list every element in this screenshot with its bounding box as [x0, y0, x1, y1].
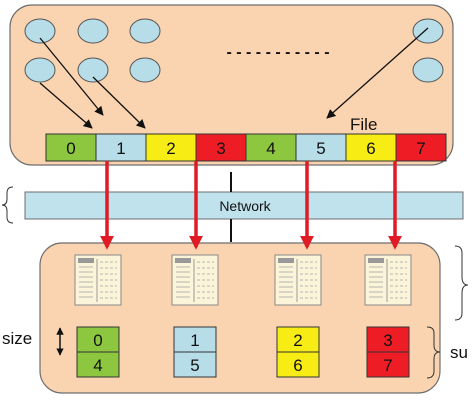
- access-arrow: [326, 27, 429, 119]
- document-header-bar: [175, 258, 191, 263]
- file-block-label: 5: [316, 139, 325, 158]
- distribution-arrows: [100, 161, 402, 250]
- process-ellipse: [24, 18, 56, 44]
- subfile-block-top: [173, 326, 217, 353]
- process-ellipse: [129, 57, 161, 83]
- subfile-block-top: [276, 326, 320, 353]
- file-block-strip: 0 1 2 3 4 5 6 7: [45, 133, 447, 162]
- subfile-brace: [426, 326, 441, 379]
- server-panel: [39, 242, 441, 394]
- file-block: [345, 133, 397, 162]
- subfile-block-bottom: [276, 351, 320, 378]
- client-panel: [9, 4, 454, 166]
- subfile-block-bottom-label: 5: [190, 356, 199, 375]
- document-header-bar: [368, 258, 384, 263]
- server-brace: [454, 245, 469, 321]
- file-block-label: 3: [216, 139, 225, 158]
- subfile-block-bottom-label: 7: [383, 356, 392, 375]
- file-block-label: 7: [416, 139, 425, 158]
- file-block: [395, 133, 447, 162]
- network-bar: [24, 191, 464, 220]
- document-header-bar: [278, 258, 294, 263]
- file-block: [45, 133, 97, 162]
- size-label: size: [2, 329, 32, 348]
- file-label: File: [350, 115, 377, 134]
- subfile-block-bottom-label: 4: [93, 356, 102, 375]
- process-ellipse: [412, 57, 444, 83]
- server-node: 15: [171, 254, 219, 378]
- subfile-block-top-label: 3: [383, 331, 392, 350]
- subfile-label-fragment: su: [450, 343, 468, 362]
- access-arrow: [39, 37, 104, 116]
- network-brace: [1, 186, 14, 224]
- network-label: Network: [219, 198, 271, 214]
- process-ellipse: [24, 57, 56, 83]
- subfile-block-top-label: 1: [190, 331, 199, 350]
- access-arrow: [39, 82, 93, 129]
- subfile-block-bottom-label: 6: [293, 356, 302, 375]
- subfile-block-bottom: [366, 351, 410, 378]
- access-arrow: [92, 76, 146, 129]
- file-block-label: 4: [266, 139, 275, 158]
- file-block: [145, 133, 197, 162]
- subfile-block-bottom: [173, 351, 217, 378]
- client-processes: [24, 18, 444, 83]
- process-ellipse: [77, 57, 109, 83]
- subfile-block-top-label: 2: [293, 331, 302, 350]
- file-block-label: 6: [366, 139, 375, 158]
- process-to-file-arrows: [39, 27, 429, 129]
- file-block-label: 0: [66, 139, 75, 158]
- file-block-label: 1: [116, 139, 125, 158]
- process-ellipse: [412, 18, 444, 44]
- document-header-bar: [78, 258, 94, 263]
- subfile-block-top-label: 0: [93, 331, 102, 350]
- process-ellipse: [77, 18, 109, 44]
- file-block: [245, 133, 297, 162]
- server-node: 37: [364, 254, 412, 378]
- server-node: 04: [74, 254, 122, 378]
- subfile-block-bottom: [76, 351, 120, 378]
- server-node: 26: [274, 254, 322, 378]
- process-ellipse: [129, 18, 161, 44]
- file-block-label: 2: [166, 139, 175, 158]
- ellipsis-marker: - - - - - - - - - - -: [226, 44, 329, 61]
